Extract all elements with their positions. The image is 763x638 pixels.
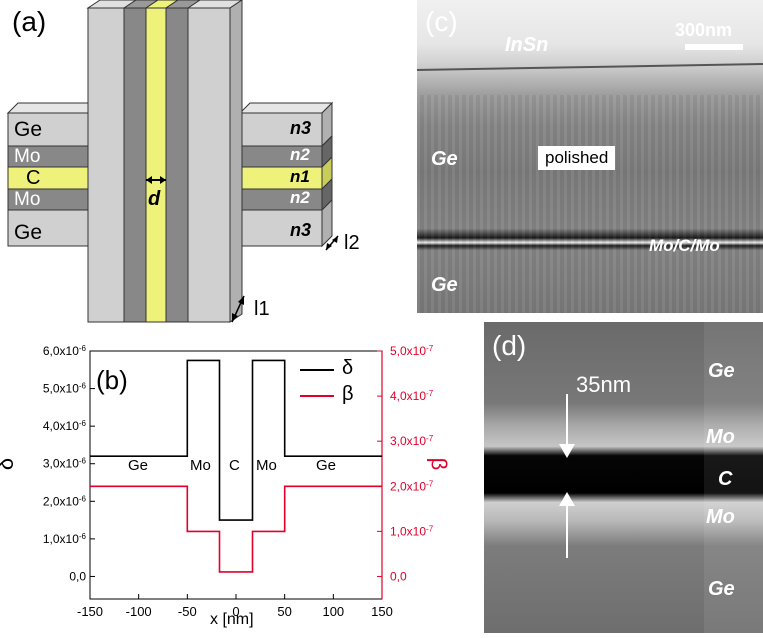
refractive-index-chart: -150 -100 -50 0 50 100 150 0,0 1,0x10-6 2,0x10-6 3… [43,344,434,620]
index-n2-top-text: n2 [290,145,310,164]
x-tick-label: -150 [77,604,103,619]
layer-label-ge-top: Ge [14,118,43,141]
y2-tick-label: 5,0x10-7 [390,344,434,359]
label-insn: InSn [505,34,549,56]
layer-label-c: C [26,167,41,189]
width-label-d: d [148,188,161,210]
d-label-mo-top: Mo [706,426,735,448]
panel-b: -150 -100 -50 0 50 100 150 0,0 1,0x10-6 2,0x10-6 3… [0,335,452,633]
stack-diagram [6,0,339,323]
region-label-mo-right: Mo [256,457,277,474]
label-mo-c-mo: Mo/C/Mo [649,236,720,255]
d-label-ge-bottom: Ge [708,578,735,600]
region-label-ge-right: Ge [316,457,337,474]
layer-label-ge-bottom: Ge [14,221,43,244]
y2-tick-label: 4,0x10-7 [390,389,434,404]
legend-line-delta [300,369,334,371]
x-tick-label: 100 [322,604,344,619]
label-ge-upper: Ge [431,148,458,170]
layer-label-mo-top: Mo [14,146,41,167]
index-n3-bottom-text: n3 [290,220,312,240]
y-tick-label: 1,0x10-6 [43,531,87,546]
y-tick-label: 5,0x10-6 [43,381,87,396]
y2-tick-label: 0,0 [390,569,407,583]
panel-d: (d) 35nm Ge Mo C Mo Ge [484,322,763,633]
x-tick-label: -100 [126,604,152,619]
region-label-mo-left: Mo [190,457,211,474]
horizontal-stack [6,101,334,248]
interface-line [417,62,763,72]
y-tick-label: 2,0x10-6 [43,494,87,509]
d-label-c: C [718,468,733,490]
width-arrow-icon [146,176,166,184]
vertical-slab [86,0,243,323]
y-tick-label: 3,0x10-6 [43,456,87,471]
legend-label-beta: β [342,383,354,405]
x-tick-label: 150 [371,604,393,619]
index-n2-bottom: n2 [290,188,310,208]
index-n1: n1 [290,167,310,187]
scale-bar-label: 300nm [675,20,733,40]
arrow-up-icon [566,502,568,558]
y-tick-label: 4,0x10-6 [43,419,87,434]
label-polished: polished [538,146,616,170]
length1-arrow-icon [231,295,245,323]
d-label-mo-bottom: Mo [706,506,735,528]
panel-c: (c) 300nm InSn Ge polished Mo/C/Mo Ge [417,0,763,313]
micrograph-c-texture [417,95,763,313]
y2-tick-label: 2,0x10-7 [390,479,434,494]
arrowhead-up-icon [559,492,575,506]
index-n3-bottom: n3 [290,220,311,241]
y-axis-label: δ [0,458,19,470]
length2-arrow-icon [325,235,339,251]
panel-a-label: (a) [12,6,47,37]
arrowhead-down-icon [559,444,575,458]
length1-label: l1 [254,298,270,320]
scale-bar [685,44,743,50]
x-tick-label: 50 [277,604,291,619]
legend-label-delta: δ [342,357,354,379]
index-n3-top: n3 [290,118,311,139]
y2-axis-label: β [426,457,452,471]
legend-line-beta [300,395,334,397]
micrograph-d-shade [704,322,763,633]
arrow-down-icon [566,394,568,450]
thickness-label: 35nm [576,372,632,397]
y2-tick-label: 1,0x10-7 [390,524,434,539]
index-n1-text: n1 [290,167,310,186]
series-line-beta [90,485,382,573]
panel-d-label: (d) [492,330,527,361]
d-label-ge-top: Ge [708,360,735,382]
x-tick-label: -50 [178,604,197,619]
region-label-c: C [229,457,240,474]
y-tick-label: 6,0x10-6 [43,344,87,359]
y2-tick-label: 3,0x10-7 [390,434,434,449]
index-n2-bottom-text: n2 [290,188,310,207]
x-tick-label: 0 [232,604,239,619]
chart-legend: δ β [300,357,380,407]
region-label-ge-left: Ge [128,457,149,474]
panel-a: (a) Ge Mo C Mo Ge n3 n2 n1 n2 n3 d l1 l2 [0,0,390,335]
index-n3-top-text: n3 [290,118,312,138]
x-axis-label: x [nm] [210,611,254,628]
panel-c-label: (c) [425,6,458,37]
panel-b-label: (b) [96,365,128,395]
y-tick-label: 0,0 [69,569,86,583]
series-line-delta [90,359,382,521]
label-ge-lower: Ge [431,274,458,296]
layer-label-mo-bottom: Mo [14,189,41,210]
length2-label: l2 [344,232,360,254]
index-n2-top: n2 [290,145,310,165]
